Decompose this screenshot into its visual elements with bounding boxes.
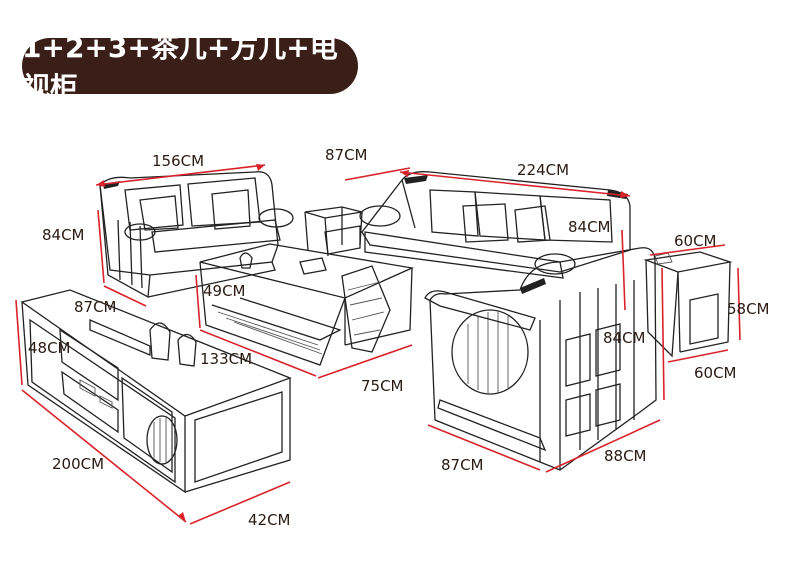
side-table-drawing <box>304 206 363 257</box>
dimension-lines <box>15 164 741 525</box>
label-sofa3-width: 224CM <box>517 161 569 179</box>
title-badge: 1+2+3+茶几+方几+电视柜 <box>22 31 358 104</box>
label-side-table-gap: 87CM <box>325 146 368 164</box>
label-coffee-table-length: 133CM <box>200 350 252 368</box>
label-square-table-depth: 60CM <box>694 364 737 382</box>
armchair-drawing <box>424 247 657 471</box>
label-tv-height: 48CM <box>28 339 71 357</box>
square-table-drawing <box>643 251 733 358</box>
label-loveseat-depth: 87CM <box>74 298 117 316</box>
label-armchair-width: 87CM <box>441 456 484 474</box>
label-coffee-table-width: 75CM <box>361 377 404 395</box>
coffee-table-drawing <box>199 243 415 366</box>
label-sofa3-height: 84CM <box>568 218 611 236</box>
dimension-labels: 156CM 84CM 87CM 87CM 224CM 84CM 60CM 58C… <box>28 146 770 529</box>
loveseat-drawing <box>99 171 294 299</box>
page-title: 1+2+3+茶几+方几+电视柜 <box>22 31 338 104</box>
label-loveseat-width: 156CM <box>152 152 204 170</box>
label-loveseat-height: 84CM <box>42 226 85 244</box>
label-coffee-table-height: 49CM <box>203 282 246 300</box>
label-square-table-height: 58CM <box>727 300 770 318</box>
label-tv-depth: 42CM <box>248 511 291 529</box>
label-armchair-height: 84CM <box>603 329 646 347</box>
label-square-table-width: 60CM <box>674 232 717 250</box>
label-armchair-depth: 88CM <box>604 447 647 465</box>
label-tv-length: 200CM <box>52 455 104 473</box>
tv-cabinet-drawing <box>20 289 292 494</box>
